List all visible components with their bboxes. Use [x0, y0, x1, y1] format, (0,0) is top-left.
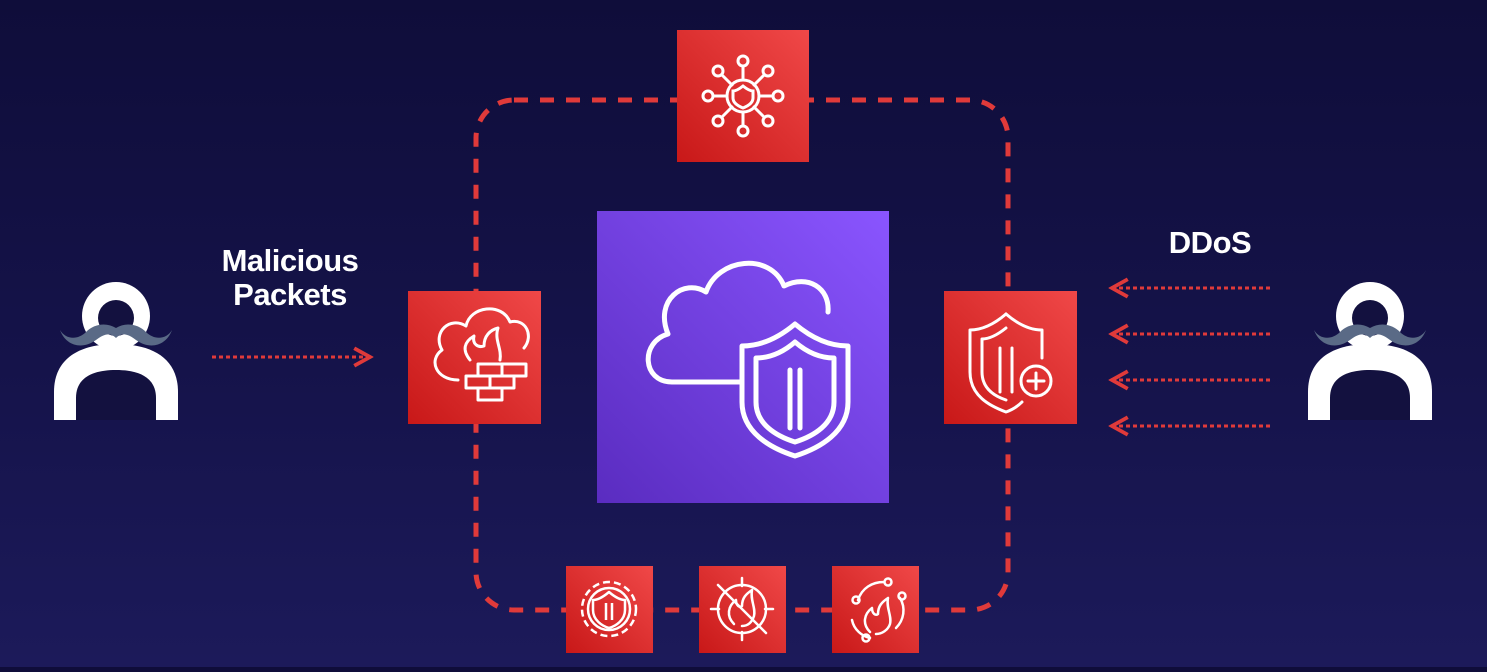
center-shield-box [597, 211, 889, 503]
right-attacker-icon [1308, 282, 1432, 420]
left-node [408, 291, 541, 424]
left-attacker-icon [54, 282, 178, 420]
shield-gear-icon [580, 580, 638, 638]
malicious-label-line2: Packets [233, 277, 347, 312]
malicious-packets-label: Malicious Packets [190, 244, 390, 312]
cloud-shield-icon [645, 260, 851, 459]
ddos-label: DDoS [1110, 226, 1310, 260]
right-node [944, 291, 1077, 424]
mustache-icon [1314, 324, 1426, 346]
firewall-icon [433, 307, 530, 402]
top-node [677, 30, 809, 162]
malicious-label-line1: Malicious [221, 243, 359, 278]
mustache-icon [60, 324, 172, 346]
network-shield-icon [701, 54, 785, 138]
ddos-label-text: DDoS [1168, 225, 1252, 260]
bottom-node-3 [832, 566, 919, 653]
bottom-node-1 [566, 566, 653, 653]
fire-cycle-icon [850, 577, 907, 643]
shield-plus-icon [968, 312, 1053, 414]
no-fire-target-icon [709, 576, 775, 642]
bottom-node-2 [699, 566, 786, 653]
